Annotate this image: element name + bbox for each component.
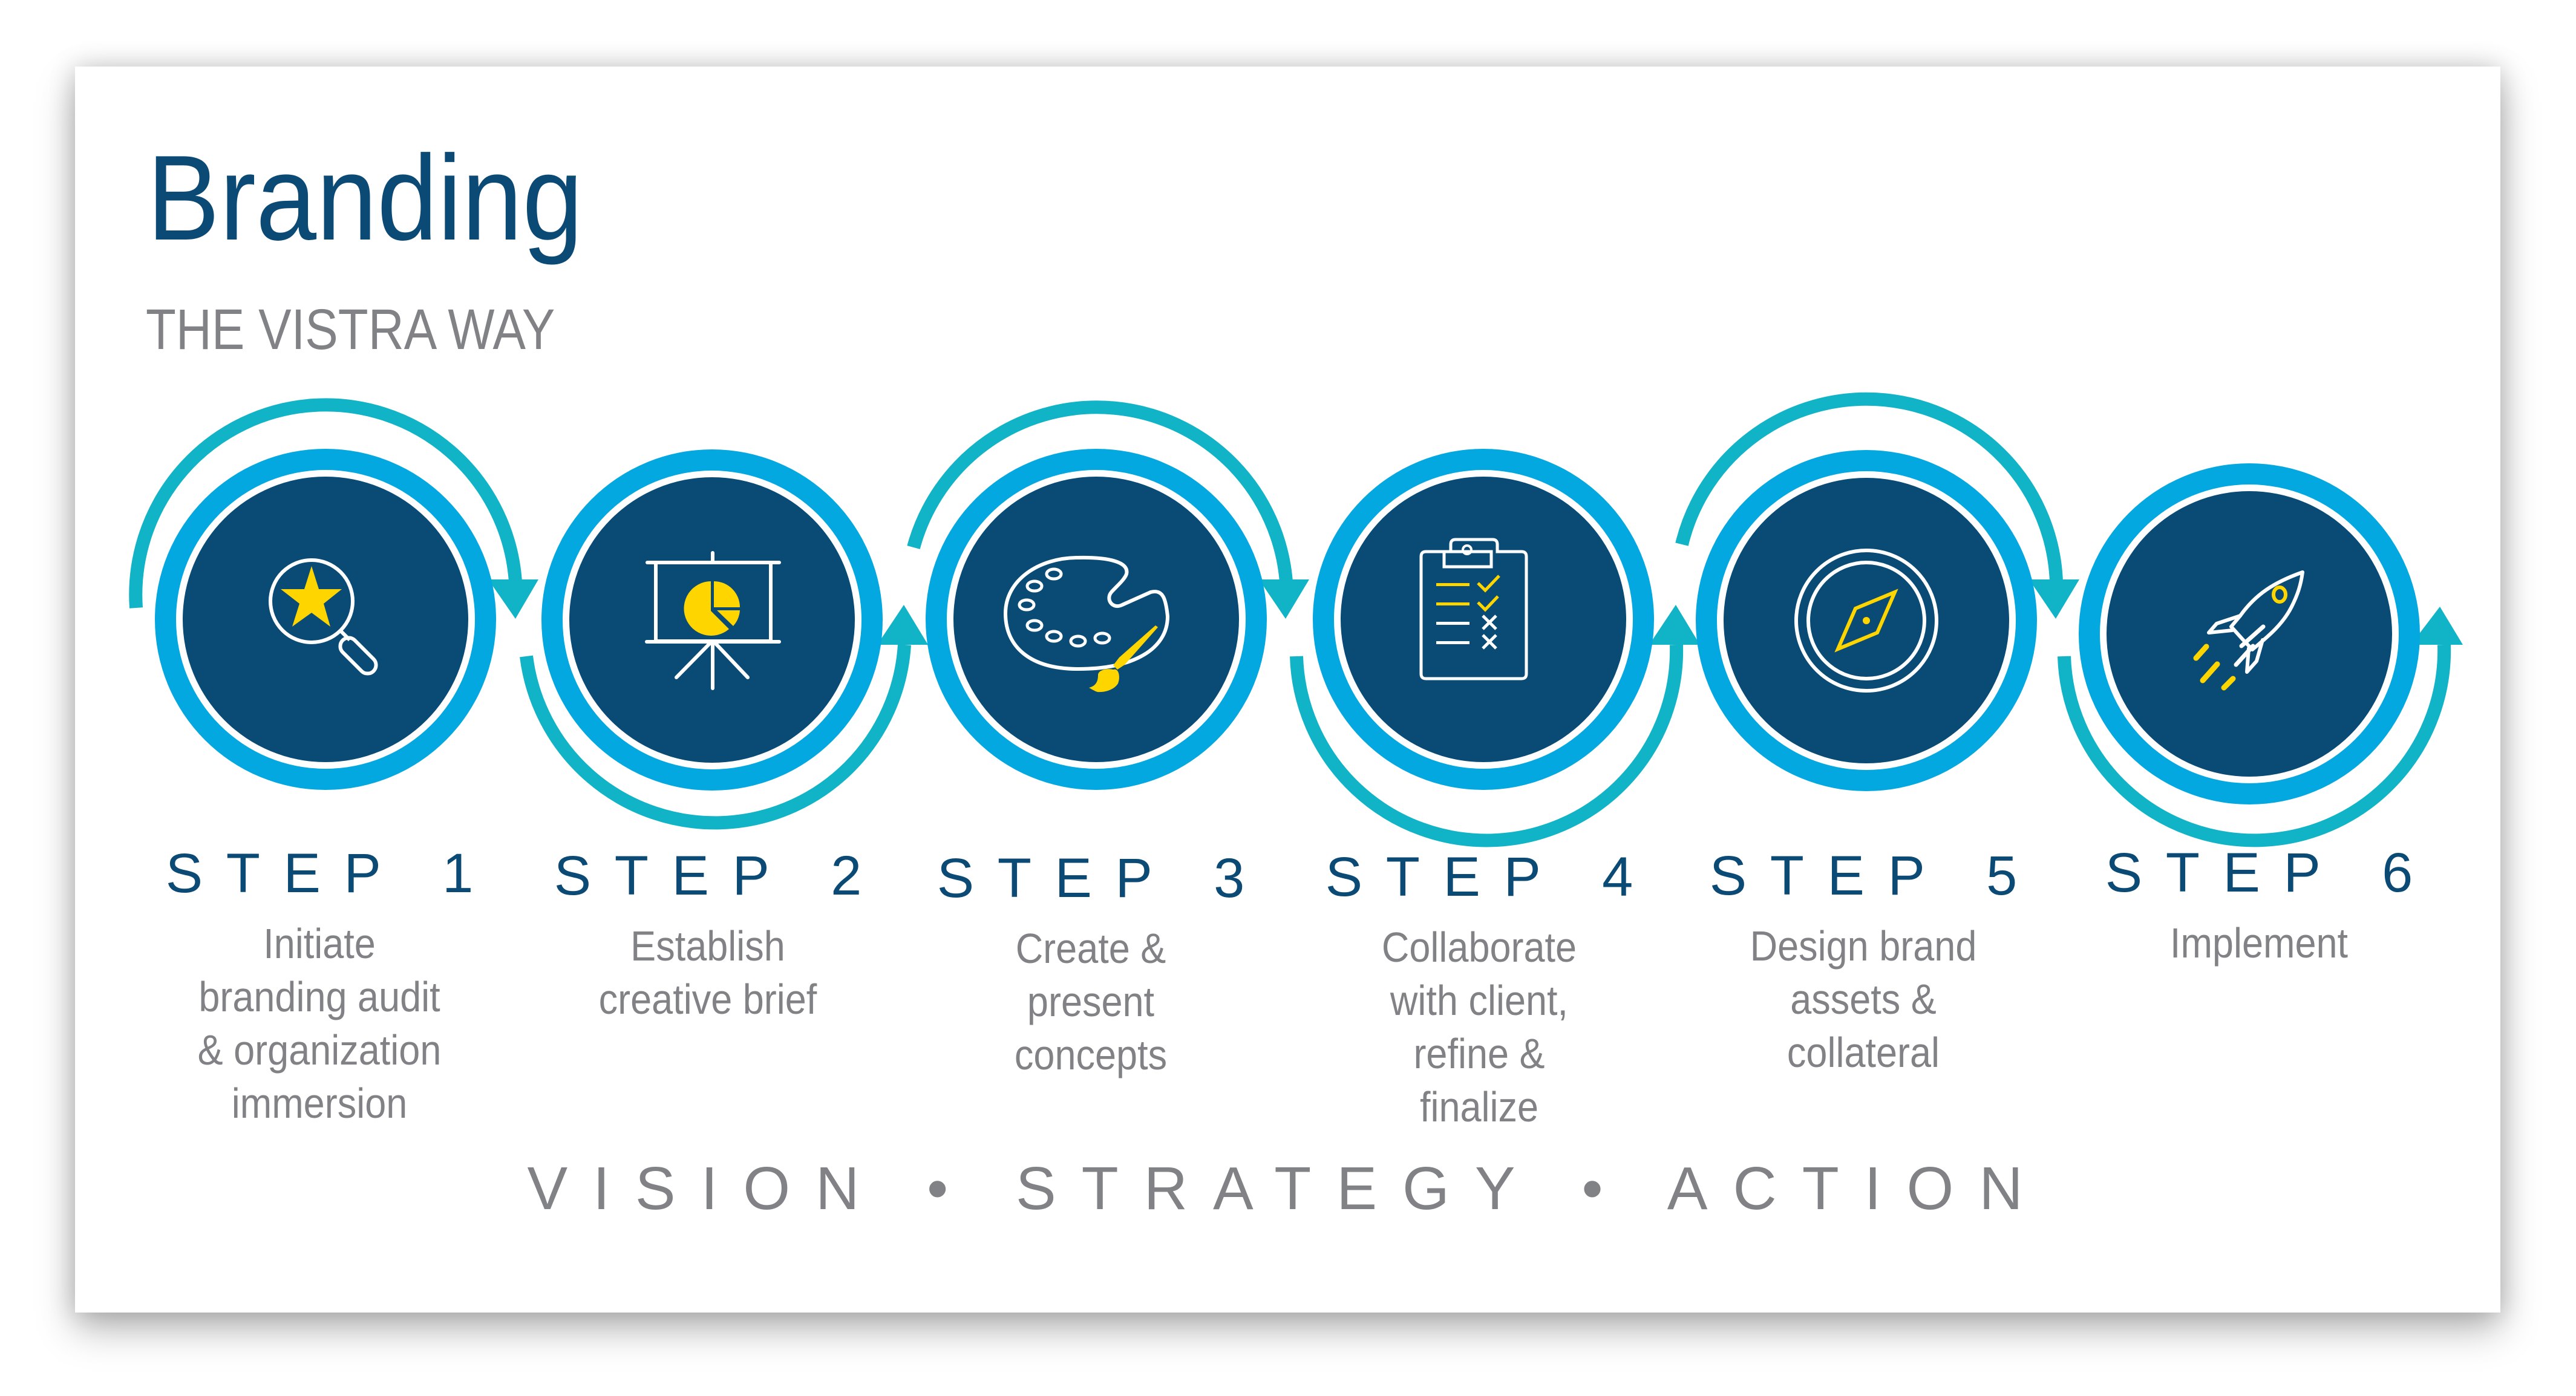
page-subtitle: THE VISTRA WAY <box>146 298 555 362</box>
arrowheads <box>488 579 2463 645</box>
arrowhead-down-5 <box>2029 579 2079 619</box>
clipboard-checklist-icon <box>1419 538 1528 680</box>
step-4: STEP 4 Collaborate with client, refine &… <box>1292 849 1667 1133</box>
step-6-circle <box>2079 463 2420 804</box>
magnifier-star-icon <box>269 558 378 676</box>
step-4-label: STEP 4 <box>1325 846 1656 908</box>
arrow-arc-top-1 <box>129 398 522 608</box>
presentation-board-pie-chart-icon <box>645 551 781 690</box>
rocket-icon <box>2193 570 2304 691</box>
step-3: STEP 3 Create & present concepts <box>903 850 1278 1081</box>
step-3-label: STEP 3 <box>937 847 1268 909</box>
step-2-circle <box>541 449 883 791</box>
step-6-description: Implement <box>2169 919 2349 967</box>
arrowhead-down-3 <box>1259 579 1309 619</box>
step-1-circle <box>155 449 496 790</box>
step-2: STEP 2 Establish creative brief <box>520 848 895 1026</box>
step-3-circle <box>926 449 1267 790</box>
arrowhead-up-6 <box>2411 607 2463 645</box>
step-1-description: Initiate branding audit & organization i… <box>197 920 442 1127</box>
step-6: STEP 6 Implement <box>2071 845 2447 970</box>
step-5-description: Design brand assets & collateral <box>1750 922 1977 1076</box>
step-4-description: Collaborate with client, refine & finali… <box>1381 924 1577 1130</box>
step-5: STEP 5 Design brand assets & collateral <box>1676 848 2051 1079</box>
step-1-label: STEP 1 <box>165 843 497 904</box>
arrow-arc-top-3 <box>907 400 1293 582</box>
step-2-label: STEP 2 <box>554 845 885 907</box>
arrow-arc-bottom-6 <box>2058 644 2451 847</box>
step-6-label: STEP 6 <box>2105 842 2436 904</box>
arrow-arc-top-5 <box>1675 392 2063 582</box>
flow-arrows <box>129 392 2451 847</box>
page-title: Branding <box>147 131 583 266</box>
compass-icon <box>1794 549 1938 693</box>
step-1: STEP 1 Initiate branding audit & organiz… <box>132 846 507 1130</box>
arrow-arc-bottom-4 <box>1290 644 1684 847</box>
step-4-circle <box>1313 449 1654 790</box>
step-2-description: Establish creative brief <box>598 922 817 1023</box>
arrowhead-down-1 <box>488 579 538 619</box>
step-5-label: STEP 5 <box>1709 845 2041 907</box>
arrow-arc-bottom-2 <box>520 644 911 830</box>
arrowhead-up-4 <box>1649 605 1700 645</box>
arrowhead-up-2 <box>877 605 928 645</box>
paint-palette-brush-icon <box>1003 555 1170 693</box>
step-5-circle <box>1696 450 2037 791</box>
tagline: VISION • STRATEGY • ACTION <box>527 1155 2048 1222</box>
step-3-description: Create & present concepts <box>1014 925 1168 1078</box>
